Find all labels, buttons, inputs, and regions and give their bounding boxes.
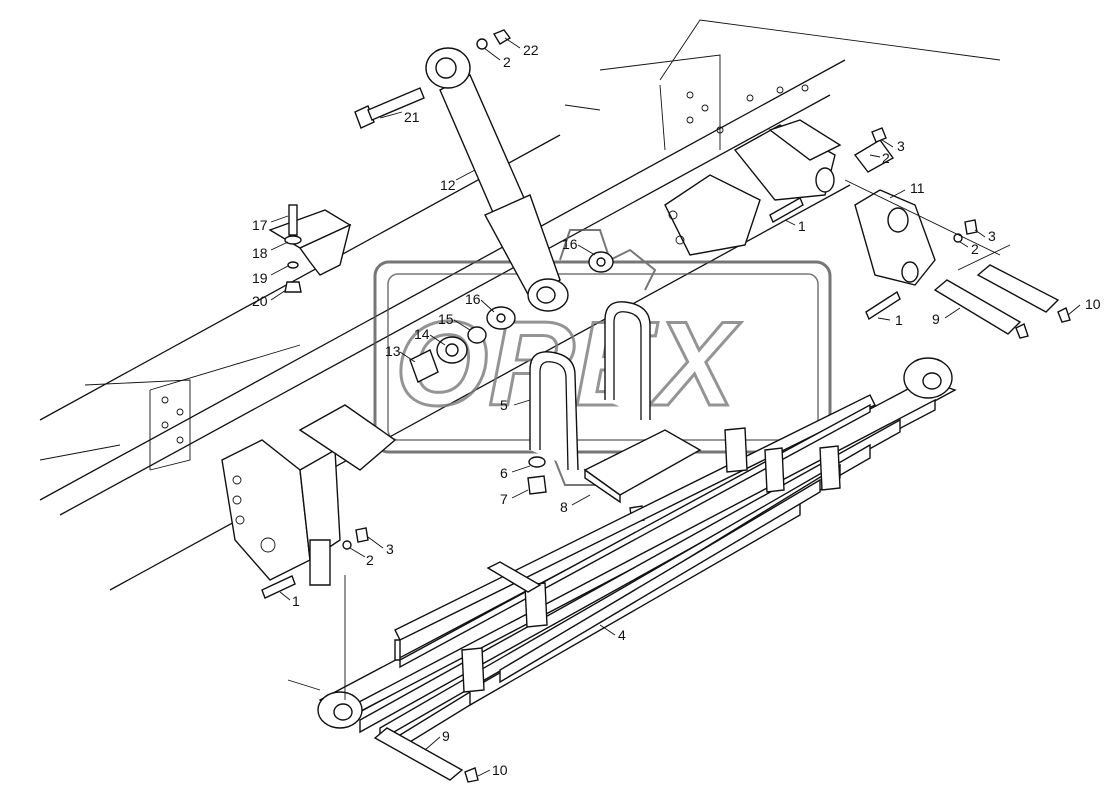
callout-6: 6 [500, 465, 508, 481]
callout-1-rear-bracket: 1 [798, 218, 806, 234]
shock-lower-hardware [409, 251, 614, 383]
callout-10-bottom: 10 [492, 762, 508, 778]
callout-2-right: 2 [971, 241, 979, 257]
callout-2-shock-top: 2 [503, 54, 511, 70]
callout-12: 12 [440, 177, 456, 193]
callout-14: 14 [414, 326, 430, 342]
shock-absorber [425, 47, 569, 312]
shock-upper-bolt [354, 29, 512, 129]
callout-16-lower: 16 [465, 291, 481, 307]
callout-2-left: 2 [366, 552, 374, 568]
callout-21: 21 [404, 109, 420, 125]
callout-2-upper: 2 [882, 150, 890, 166]
callout-9-right: 9 [932, 311, 940, 327]
bracket-18 [268, 204, 352, 293]
callout-3-left: 3 [386, 541, 394, 557]
spring-plate [583, 429, 702, 504]
callout-4: 4 [618, 627, 626, 643]
washers-nuts [342, 219, 978, 550]
front-pin [373, 727, 479, 783]
callout-5: 5 [500, 397, 508, 413]
centerlines [287, 179, 1011, 700]
callout-labels: 22 2 21 12 17 18 19 20 16 16 15 14 13 5 … [252, 42, 1101, 778]
callout-10-right: 10 [1085, 296, 1101, 312]
callout-8: 8 [560, 499, 568, 515]
callout-17: 17 [252, 217, 268, 233]
leader-lines [270, 37, 1081, 777]
front-hanger-bracket [221, 404, 397, 586]
callout-1-left: 1 [292, 593, 300, 609]
callout-16-upper: 16 [562, 236, 578, 252]
bolts-1 [261, 197, 901, 599]
callout-9-bottom: 9 [442, 728, 450, 744]
u-bolts [529, 301, 651, 471]
callout-22: 22 [523, 42, 539, 58]
callout-1-right: 1 [895, 312, 903, 328]
callout-13: 13 [385, 343, 401, 359]
callout-19: 19 [252, 270, 268, 286]
rear-hanger-bracket [664, 119, 842, 256]
leaf-spring-pack [317, 357, 957, 750]
shackle-pins-right [933, 264, 1071, 339]
callout-3-upper: 3 [897, 138, 905, 154]
callout-15: 15 [438, 311, 454, 327]
callout-11: 11 [910, 180, 925, 196]
callout-3-right: 3 [988, 228, 996, 244]
callout-20: 20 [252, 293, 268, 309]
callout-18: 18 [252, 245, 268, 261]
callout-7: 7 [500, 491, 508, 507]
